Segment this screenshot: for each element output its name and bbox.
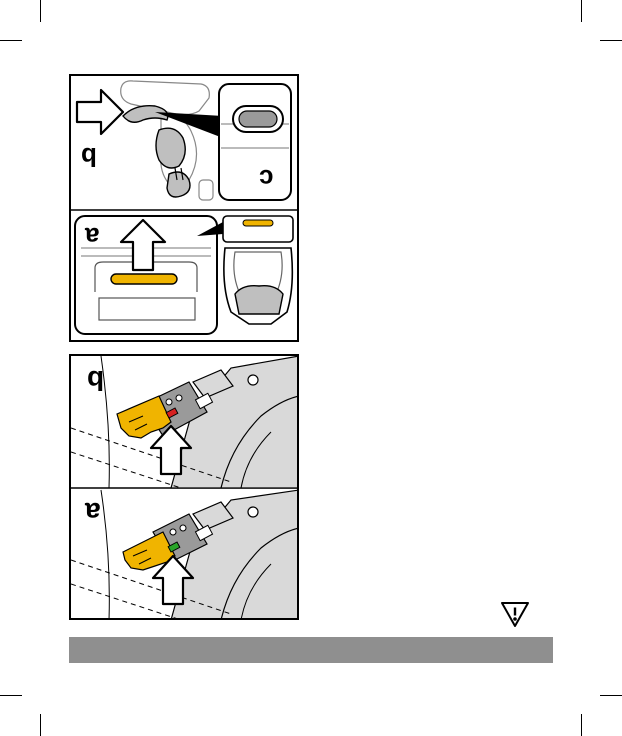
crop-mark-tr-v (581, 0, 582, 22)
crop-mark-tr-h (600, 40, 622, 41)
label-b-top: b (81, 144, 97, 170)
crop-mark-br-v (581, 714, 582, 736)
label-c-detail: c (259, 166, 273, 192)
crop-mark-tl-v (40, 0, 41, 22)
crop-mark-br-h (600, 695, 622, 696)
illustration-panel-top: b c a (69, 74, 299, 342)
illustration-top-drawing (71, 76, 299, 342)
arrow-right-icon (77, 90, 123, 134)
crop-mark-bl-h (0, 695, 22, 696)
footer-bar (69, 637, 553, 663)
crop-mark-tl-h (0, 40, 22, 41)
illustration-bottom-drawing (71, 356, 299, 620)
info-triangle-icon (500, 600, 530, 628)
crop-mark-bl-v (40, 714, 41, 736)
label-a-top: a (85, 224, 99, 250)
illustration-panel-bottom: b a (69, 354, 299, 620)
label-a-bottom: a (85, 498, 101, 526)
label-b-bottom: b (87, 366, 104, 394)
